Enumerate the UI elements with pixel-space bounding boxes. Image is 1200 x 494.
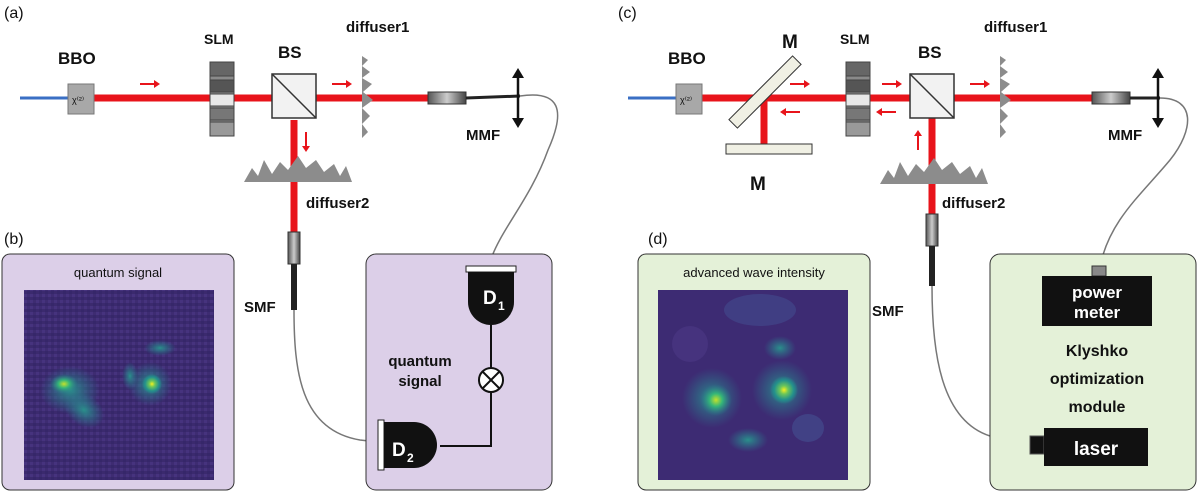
bs-label: BS bbox=[278, 43, 302, 62]
quantum-signal-image bbox=[24, 290, 214, 480]
smf-coupler-c bbox=[925, 213, 939, 247]
laser bbox=[1044, 428, 1148, 466]
mmf-fiber-cable-c bbox=[1099, 97, 1189, 267]
module-label-line2: signal bbox=[398, 373, 441, 390]
advanced-wave-image bbox=[658, 290, 848, 480]
smf-label: SMF bbox=[244, 299, 276, 316]
mmf-label: MMF bbox=[466, 127, 500, 144]
advanced-wave-title: advanced wave intensity bbox=[683, 265, 825, 280]
power-meter-port bbox=[1091, 265, 1107, 277]
beam-arrows-c bbox=[780, 80, 990, 150]
diffuser1-label: diffuser1 bbox=[346, 19, 409, 36]
slm-label: SLM bbox=[204, 31, 234, 47]
mirror-bottom-label: M bbox=[750, 174, 766, 195]
module-label-line1: quantum bbox=[388, 353, 451, 370]
lens bbox=[512, 68, 524, 128]
setup-c: (c) χ⁽²⁾ BBO M M SLM bbox=[618, 5, 1197, 491]
mmf-coupler bbox=[427, 91, 467, 105]
panel-d-label: (d) bbox=[648, 231, 668, 248]
power-meter-line2: meter bbox=[1074, 303, 1121, 322]
bbo-label: BBO bbox=[58, 49, 96, 68]
slm bbox=[209, 61, 235, 137]
quantum-image-title: quantum signal bbox=[74, 265, 162, 280]
d1-subscript: 1 bbox=[498, 299, 505, 313]
diffuser2-label-c: diffuser2 bbox=[942, 195, 1005, 212]
bbo-crystal bbox=[67, 83, 95, 115]
lens-c bbox=[1152, 68, 1164, 128]
beam-arrows bbox=[140, 80, 352, 152]
smf-jacket bbox=[291, 264, 297, 310]
chi-label-c: χ⁽²⁾ bbox=[680, 95, 692, 105]
klyshko-line1: Klyshko bbox=[1066, 343, 1128, 360]
beam-splitter bbox=[271, 73, 317, 119]
mirror-top-label: M bbox=[782, 32, 798, 53]
diffuser1 bbox=[362, 56, 373, 138]
panel-b-label: (b) bbox=[4, 231, 24, 248]
detector-d2 bbox=[377, 419, 437, 471]
slm-c bbox=[845, 61, 871, 137]
power-meter-line1: power bbox=[1072, 283, 1122, 302]
laser-port bbox=[1029, 435, 1045, 455]
slm-label-c: SLM bbox=[840, 31, 870, 47]
mmf-label-c: MMF bbox=[1108, 127, 1142, 144]
smf-label-c: SMF bbox=[872, 303, 904, 320]
d2-wire bbox=[440, 392, 492, 447]
mmf-fiber-cable bbox=[489, 94, 559, 263]
chi-label: χ⁽²⁾ bbox=[72, 95, 84, 105]
diffuser1-c bbox=[1000, 56, 1011, 138]
d2-label: D bbox=[392, 440, 406, 461]
laser-label: laser bbox=[1074, 439, 1119, 460]
detector-d1 bbox=[465, 265, 517, 325]
d1-label: D bbox=[483, 288, 497, 309]
bbo-label-c: BBO bbox=[668, 49, 706, 68]
d2-subscript: 2 bbox=[407, 451, 414, 465]
diffuser2-c bbox=[880, 158, 988, 184]
smf-coupler bbox=[287, 231, 301, 265]
multiplier-icon bbox=[478, 367, 504, 393]
mmf-fiber bbox=[465, 94, 521, 100]
setup-a: (a) χ⁽²⁾ BBO SLM BS bbox=[1, 5, 559, 491]
diffuser2 bbox=[244, 156, 352, 182]
diffuser2-label: diffuser2 bbox=[306, 195, 369, 212]
mirror-bottom bbox=[725, 143, 813, 155]
power-meter bbox=[1042, 276, 1152, 326]
klyshko-line2: optimization bbox=[1050, 371, 1144, 388]
smf-fiber-cable bbox=[293, 264, 379, 443]
bbo-crystal-c bbox=[675, 83, 703, 115]
diffuser1-label-c: diffuser1 bbox=[984, 19, 1047, 36]
mmf-coupler-c bbox=[1091, 91, 1131, 105]
smf-fiber-cable-c bbox=[931, 285, 1031, 445]
mirror-top bbox=[728, 55, 802, 129]
smf-jacket-c bbox=[929, 246, 935, 286]
beam-splitter-c bbox=[909, 73, 955, 119]
bs-label-c: BS bbox=[918, 43, 942, 62]
panel-a-label: (a) bbox=[4, 5, 24, 22]
panel-c-label: (c) bbox=[618, 5, 637, 22]
klyshko-line3: module bbox=[1069, 399, 1126, 416]
